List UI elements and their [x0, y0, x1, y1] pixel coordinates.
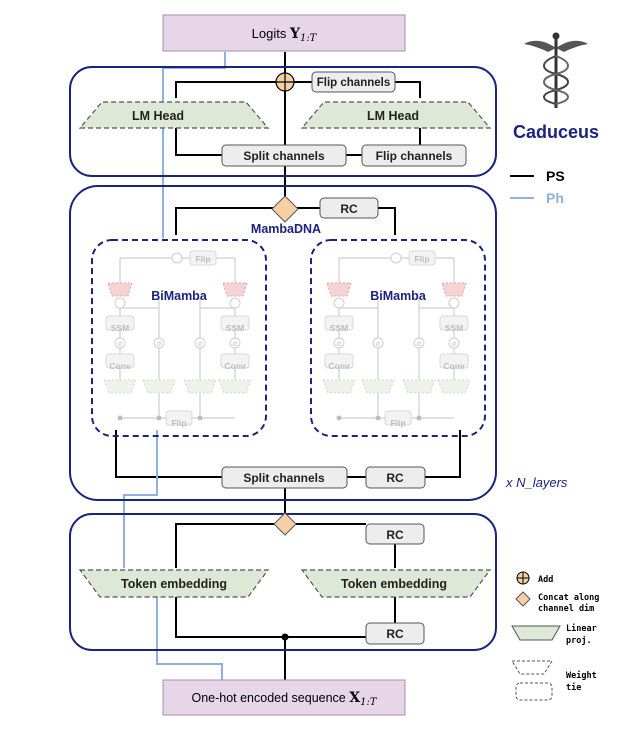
- add-icon: [516, 571, 530, 585]
- rc-mid-box: RC: [365, 466, 426, 489]
- conv-label: Conv: [224, 361, 246, 371]
- svg-text:Token embedding: Token embedding: [341, 577, 447, 591]
- split-channels-mid-box: Split channels: [221, 466, 348, 489]
- sigma-label: σ: [233, 341, 238, 348]
- svg-text:LM Head: LM Head: [132, 109, 184, 123]
- svg-text:Flip channels: Flip channels: [317, 77, 391, 89]
- conv-label: Conv: [328, 361, 350, 371]
- logits-output-box: Logits Y1:T: [162, 14, 406, 52]
- flip-label: Flip: [195, 254, 210, 264]
- legend-ph-label: Ph: [546, 190, 564, 206]
- flip-channels-top-box: Flip channels: [311, 71, 396, 93]
- sigma-label: σ: [417, 341, 422, 348]
- concat-icon: [271, 195, 299, 223]
- brand-title: Caduceus: [513, 122, 599, 142]
- svg-text:Flip channels: Flip channels: [376, 149, 453, 163]
- weight-tie-icon: [511, 660, 553, 701]
- input-label: One-hot encoded sequence: [191, 691, 349, 705]
- symbol-key: Add Concat along channel dim Linear proj…: [511, 571, 599, 701]
- conv-label: Conv: [109, 361, 131, 371]
- svg-text:RC: RC: [386, 627, 404, 641]
- lm-head-left: LM Head: [78, 101, 270, 129]
- repeat-label: x N_layers: [505, 475, 568, 490]
- svg-text:LM Head: LM Head: [367, 109, 419, 123]
- embedding-block: RC Token embedding Token embedding RC: [69, 512, 497, 651]
- input-sequence-box: One-hot encoded sequence X1:T: [162, 679, 406, 716]
- flip-label: Flip: [390, 418, 405, 428]
- key-concat-label-1: Concat along: [538, 593, 599, 603]
- concat-icon: [515, 591, 531, 607]
- token-embedding-left: Token embedding: [78, 569, 270, 598]
- svg-text:One-hot encoded sequence X1:T: One-hot encoded sequence X1:T: [191, 690, 377, 708]
- sigma-label: σ: [198, 341, 203, 348]
- key-weight-label-1: Weight: [566, 670, 597, 681]
- svg-text:RC: RC: [386, 471, 404, 485]
- flip-label: Flip: [414, 254, 429, 264]
- path-legend: PS Ph: [510, 168, 565, 206]
- logits-label: Logits: [252, 26, 290, 41]
- svg-text:Split channels: Split channels: [243, 471, 325, 485]
- split-channels-top-box: Split channels: [221, 144, 347, 167]
- bimamba-right: BiMamba Flip SSM SSM Conv Conv Flip σ σ …: [310, 239, 486, 437]
- bimamba-left-title: BiMamba: [151, 289, 208, 303]
- mambadna-block: RC MambaDNA BiMamba Flip SSM SSM Conv Co…: [69, 185, 497, 501]
- flip-channels-bottom-box: Flip channels: [361, 144, 467, 167]
- ssm-label: SSM: [111, 323, 129, 333]
- linear-proj-icon: [511, 625, 561, 641]
- caduceus-logo-icon: [524, 32, 588, 108]
- key-add-label: Add: [538, 575, 553, 585]
- svg-text:Logits Y1:T: Logits Y1:T: [252, 26, 318, 44]
- concat-icon: [273, 512, 297, 536]
- sigma-label: σ: [337, 341, 342, 348]
- key-linear-label-1: Linear: [566, 623, 597, 634]
- rc-embed-top-box: RC: [365, 523, 425, 545]
- ssm-label: SSM: [226, 323, 244, 333]
- key-concat-label-2: channel dim: [538, 603, 594, 614]
- lm-head-right: LM Head: [300, 101, 492, 129]
- sigma-label: σ: [157, 341, 162, 348]
- rc-top-box: RC: [319, 197, 379, 219]
- bimamba-left: BiMamba Flip SSM SSM Conv Conv Flip σ σ …: [91, 239, 267, 437]
- mambadna-title: MambaDNA: [251, 222, 321, 236]
- sigma-label: σ: [452, 341, 457, 348]
- bimamba-right-title: BiMamba: [370, 289, 427, 303]
- add-icon: [275, 72, 295, 92]
- input-subscript: 1:T: [360, 697, 378, 708]
- sigma-label: σ: [118, 341, 123, 348]
- logits-symbol: Y: [289, 26, 301, 42]
- token-embedding-right: Token embedding: [300, 569, 492, 598]
- logits-subscript: 1:T: [300, 33, 318, 44]
- legend-ps-label: PS: [546, 168, 565, 184]
- key-linear-label-2: proj.: [566, 635, 592, 646]
- input-symbol: X: [349, 690, 360, 706]
- svg-text:Split channels: Split channels: [243, 149, 325, 163]
- conv-label: Conv: [443, 361, 465, 371]
- rc-embed-bottom-box: RC: [365, 622, 425, 645]
- lm-head-block: Flip channels LM Head LM Head Split chan…: [69, 66, 497, 177]
- key-weight-label-2: tie: [566, 682, 581, 693]
- flip-label: Flip: [171, 418, 186, 428]
- svg-text:Token embedding: Token embedding: [121, 577, 227, 591]
- ssm-label: SSM: [445, 323, 463, 333]
- svg-text:RC: RC: [386, 528, 404, 542]
- sigma-label: σ: [376, 341, 381, 348]
- ssm-label: SSM: [330, 323, 348, 333]
- svg-text:RC: RC: [340, 202, 358, 216]
